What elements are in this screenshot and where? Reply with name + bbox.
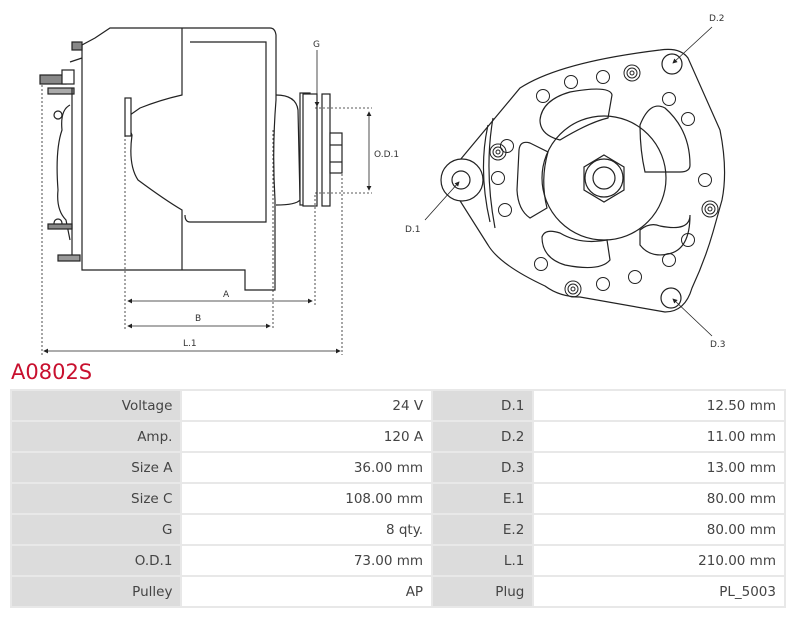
spec-label: D.3 xyxy=(433,453,533,482)
product-code: A0802S xyxy=(11,360,93,384)
spec-label: D.2 xyxy=(433,422,533,451)
spec-value: 73.00 mm xyxy=(182,546,432,575)
spec-label: Size C xyxy=(12,484,181,513)
spec-value: AP xyxy=(182,577,432,606)
spec-value: 24 V xyxy=(182,391,432,420)
front-view xyxy=(440,48,726,313)
label-g: G xyxy=(313,40,320,50)
spec-label: Voltage xyxy=(12,391,181,420)
spec-label: Plug xyxy=(433,577,533,606)
technical-drawing: G O.D.1 A B L.1 xyxy=(39,14,726,355)
spec-label: E.2 xyxy=(433,515,533,544)
label-d3: D.3 xyxy=(710,340,726,350)
spec-value: 108.00 mm xyxy=(182,484,432,513)
spec-label: E.1 xyxy=(433,484,533,513)
side-view xyxy=(39,27,343,291)
label-d2: D.2 xyxy=(709,14,725,24)
spec-value: 210.00 mm xyxy=(534,546,784,575)
spec-label: Pulley xyxy=(12,577,181,606)
spec-label: Size A xyxy=(12,453,181,482)
spec-value: 120 A xyxy=(182,422,432,451)
spec-value: PL_5003 xyxy=(534,577,784,606)
label-a: A xyxy=(223,290,230,300)
label-l1: L.1 xyxy=(183,339,197,349)
label-b: B xyxy=(195,314,201,324)
spec-value: 12.50 mm xyxy=(534,391,784,420)
label-d1: D.1 xyxy=(405,225,421,235)
spec-value: 80.00 mm xyxy=(534,515,784,544)
spec-label: O.D.1 xyxy=(12,546,181,575)
spec-value: 36.00 mm xyxy=(182,453,432,482)
side-dimensions xyxy=(41,50,372,355)
front-dimensions xyxy=(424,26,713,337)
spec-label: G xyxy=(12,515,181,544)
spec-label: D.1 xyxy=(433,391,533,420)
spec-value: 8 qty. xyxy=(182,515,432,544)
spec-value: 80.00 mm xyxy=(534,484,784,513)
label-od1: O.D.1 xyxy=(374,150,399,160)
spec-value: 13.00 mm xyxy=(534,453,784,482)
spec-label: L.1 xyxy=(433,546,533,575)
spec-value: 11.00 mm xyxy=(534,422,784,451)
spec-label: Amp. xyxy=(12,422,181,451)
